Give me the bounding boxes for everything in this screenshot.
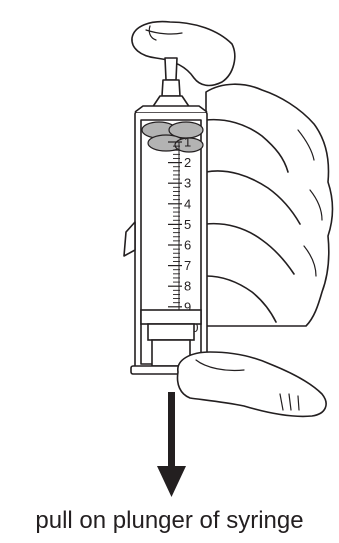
top-thumb [132, 22, 235, 86]
lower-thumb [178, 352, 327, 416]
down-arrow-icon [157, 392, 186, 497]
graduation-label: 4 [184, 196, 191, 211]
graduation-label: 1 [184, 135, 191, 150]
graduation-label: 3 [184, 176, 191, 191]
graduation-label: 7 [184, 258, 191, 273]
graduation-label: 2 [184, 155, 191, 170]
gripping-hand [206, 84, 333, 326]
graduation-label: 6 [184, 238, 191, 253]
graduation-label: 5 [184, 217, 191, 232]
syringe-illustration: 12345678910 [0, 0, 339, 500]
barrel-flange [124, 222, 135, 256]
plunger-seal [142, 122, 203, 152]
caption: pull on plunger of syringe [0, 506, 339, 536]
graduation-label: 8 [184, 279, 191, 294]
